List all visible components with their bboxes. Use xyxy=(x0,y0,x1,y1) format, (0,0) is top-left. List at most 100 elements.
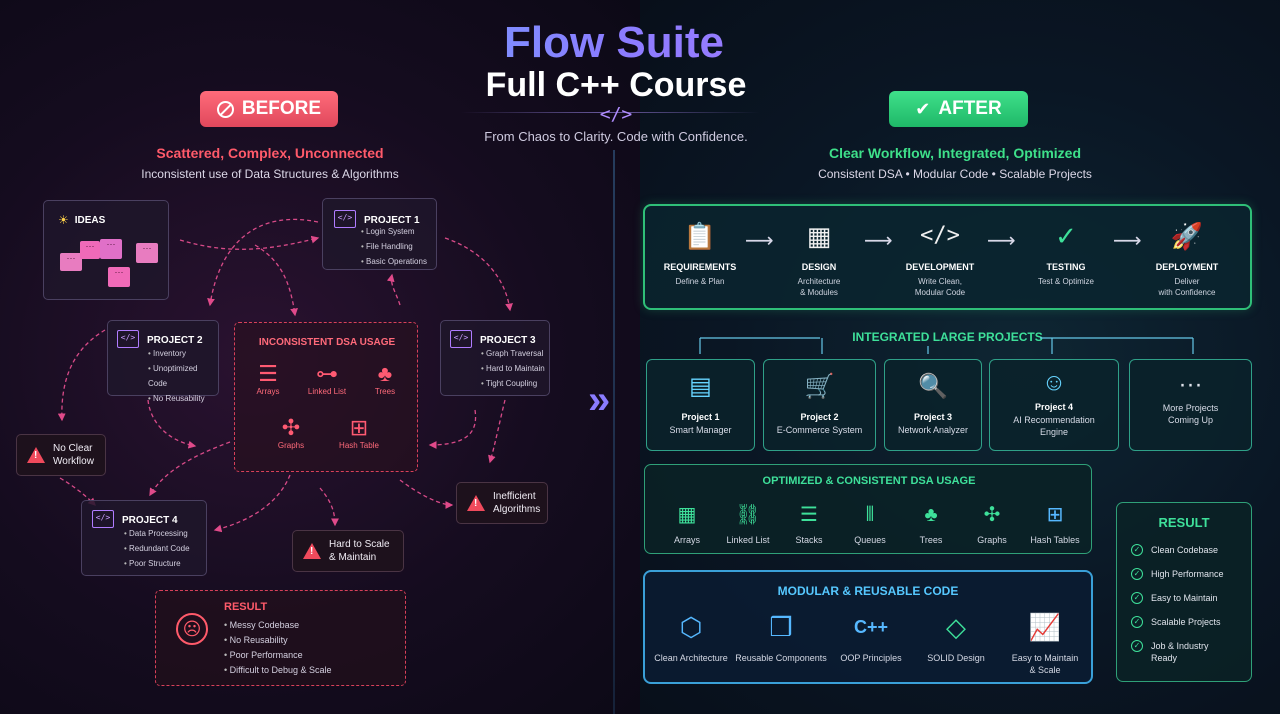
list-item: Login System xyxy=(361,224,427,239)
list-item: ✓Clean Codebase xyxy=(1131,544,1251,568)
warning-text: Algorithms xyxy=(493,504,541,515)
before-subheading: Inconsistent use of Data Structures & Al… xyxy=(141,167,399,181)
dsa-stacks: ☰ Stacks xyxy=(773,501,845,545)
project-title: PROJECT 1 xyxy=(364,215,420,227)
project-desc: Smart Manager xyxy=(669,425,732,435)
check-icon: ✓ xyxy=(1131,568,1143,580)
list-item: Messy Codebase xyxy=(224,618,332,633)
workflow-step-design: ▦ DESIGN Architecture & Modules xyxy=(764,218,874,298)
center-divider xyxy=(613,150,615,714)
workflow-step-requirements: 📋 REQUIREMENTS Define & Plan xyxy=(645,218,755,287)
warning-icon: ! xyxy=(303,543,321,559)
magnifier-icon: 🔍 xyxy=(918,373,948,400)
sticky-note: ··· xyxy=(80,241,100,259)
blueprint-icon: ▦ xyxy=(806,221,832,251)
modular-label: Easy to Maintain xyxy=(1011,653,1079,663)
cpp-icon: C++ xyxy=(853,617,889,637)
step-title: DEVELOPMENT xyxy=(905,262,975,272)
check-icon: ✓ xyxy=(1131,592,1143,604)
result-text: High Performance xyxy=(1151,569,1224,579)
lightbulb-icon: ☀ xyxy=(58,213,69,227)
list-item: Hard to Maintain xyxy=(481,361,545,376)
page-subtitle: Full C++ Course xyxy=(485,66,747,104)
hash-table-icon: ⊞ xyxy=(349,415,369,440)
list-item: No Reusability xyxy=(148,391,218,406)
ideas-card: ☀ IDEAS ··· ··· ··· ··· ··· xyxy=(43,200,169,300)
before-result-list: Messy Codebase No Reusability Poor Perfo… xyxy=(224,618,332,678)
robot-icon: ☺ xyxy=(1041,369,1067,396)
dsa-arrays: ▦Arrays xyxy=(651,501,723,545)
after-badge: ✔ AFTER xyxy=(889,91,1028,127)
modular-easy-to-maintain: 📈Easy to Maintain& Scale xyxy=(997,610,1093,676)
no-entry-icon xyxy=(216,100,234,118)
before-project-2-card: </>PROJECT 2 Inventory Unoptimized Code … xyxy=(107,320,219,403)
dsa-linked-list: ⊶ Linked List xyxy=(297,361,357,396)
check-icon: ✓ xyxy=(1131,640,1143,652)
optimized-dsa-title: OPTIMIZED & CONSISTENT DSA USAGE xyxy=(762,475,976,487)
tagline: From Chaos to Clarity. Code with Confide… xyxy=(484,129,748,144)
hexagon-icon: ⬡ xyxy=(679,612,703,642)
arrow-right-icon: ⟶ xyxy=(745,230,774,252)
project-feature-list: Inventory Unoptimized Code No Reusabilit… xyxy=(148,346,218,406)
warning-text: Workflow xyxy=(53,456,94,467)
project-desc: Engine xyxy=(1039,427,1069,437)
dsa-box-title: INCONSISTENT DSA USAGE xyxy=(258,337,396,348)
growth-chart-icon: 📈 xyxy=(1028,612,1062,642)
before-project-4-card: </>PROJECT 4 Data Processing Redundant C… xyxy=(81,500,207,576)
code-window-icon: </> xyxy=(117,330,139,348)
check-circle-icon: ✓ xyxy=(1055,221,1077,251)
result-text: Clean Codebase xyxy=(1151,545,1219,555)
optimized-dsa-box: OPTIMIZED & CONSISTENT DSA USAGE ▦Arrays… xyxy=(644,464,1092,554)
dsa-trees: ♣ Trees xyxy=(355,361,415,396)
rocket-icon: 🚀 xyxy=(1170,221,1204,251)
code-window-icon: </> xyxy=(334,210,356,228)
dsa-label: Trees xyxy=(919,535,943,545)
before-badge-label: BEFORE xyxy=(241,98,322,119)
step-desc: Write Clean, xyxy=(918,277,962,286)
dsa-arrays: ☰ Arrays xyxy=(238,361,298,396)
chaos-arrows xyxy=(57,218,513,533)
list-item: ✓ High Performance xyxy=(1131,568,1251,592)
stack-icon: ☰ xyxy=(800,504,818,526)
project-title: PROJECT 4 xyxy=(122,515,178,527)
project-name: Project 4 xyxy=(1034,402,1074,412)
modular-label: Clean Architecture xyxy=(654,653,728,663)
before-result-title: RESULT xyxy=(224,601,268,613)
dsa-label: Queues xyxy=(854,535,886,545)
dsa-label: Arrays xyxy=(256,387,280,396)
checkmark-icon: ✔ xyxy=(915,98,931,119)
list-item: Difficult to Debug & Scale xyxy=(224,663,332,678)
project-name: Project 1 xyxy=(681,412,720,422)
dsa-trees: ♣Trees xyxy=(895,501,967,545)
workflow-step-development: </> DEVELOPMENT Write Clean, Modular Cod… xyxy=(885,218,995,298)
after-badge-label: AFTER xyxy=(938,98,1002,119)
graph-icon: ✣ xyxy=(983,504,1001,526)
dsa-label: Hash Table xyxy=(339,441,379,450)
chain-icon: ⛓ xyxy=(735,504,761,526)
list-item: Inventory xyxy=(148,346,218,361)
graph-icon: ✣ xyxy=(281,415,301,440)
modular-solid-design: ◇SOLID Design xyxy=(908,610,1004,664)
warning-text: & Maintain xyxy=(329,552,377,563)
after-result-list: ✓Clean Codebase ✓High Performance ✓Easy … xyxy=(1131,544,1251,664)
modular-clean-architecture: ⬡ Clean Architecture xyxy=(643,610,739,664)
sticky-note: ··· xyxy=(60,253,82,271)
page-title: Flow Suite xyxy=(0,18,1228,68)
modular-code-title: MODULAR & REUSABLE CODE xyxy=(777,584,959,598)
warning-icon: ! xyxy=(27,447,45,463)
dsa-label: Stacks xyxy=(795,535,823,545)
modular-label: SOLID Design xyxy=(927,653,985,663)
modular-oop-principles: C++OOP Principles xyxy=(823,610,919,664)
step-title: TESTING xyxy=(1046,262,1086,272)
after-project-4-card: ☺ Project 4 AI Recommendation Engine xyxy=(989,359,1119,451)
list-item: ✓Easy to Maintain xyxy=(1131,592,1251,616)
dsa-queues: ⫴Queues xyxy=(834,501,906,545)
before-project-3-card: </>PROJECT 3 Graph Traversal Hard to Mai… xyxy=(440,320,550,396)
list-item: Poor Structure xyxy=(124,556,190,571)
integrated-projects-title: INTEGRATED LARGE PROJECTS xyxy=(852,330,1043,344)
sad-face-icon: ☹ xyxy=(176,613,208,645)
list-item: File Handling xyxy=(361,239,427,254)
dsa-label: Linked List xyxy=(726,535,770,545)
